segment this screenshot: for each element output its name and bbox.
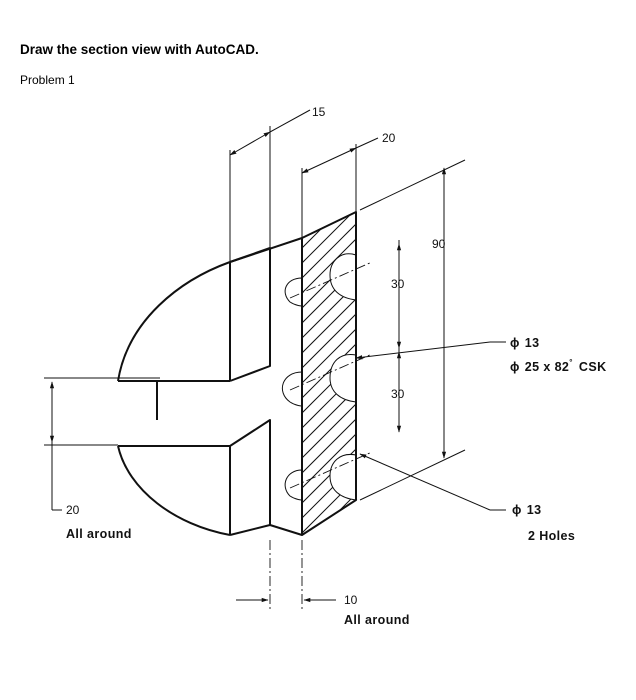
dim-30-lower-label: 30 — [391, 387, 405, 401]
csk-diameter-note: ϕ 13 — [510, 336, 540, 350]
dim-30-spacing: 30 30 — [391, 240, 405, 433]
diameter-symbol: ϕ — [510, 360, 520, 374]
holes-count-note: 2 Holes — [528, 529, 575, 543]
all-around-bottom-note: All around — [344, 613, 410, 627]
csk-label: CSK — [579, 360, 607, 374]
dim-10: 10 — [236, 593, 358, 607]
dim-90: 90 — [359, 159, 466, 501]
csk-spec-value: 25 x 82 — [525, 360, 570, 374]
holes-diameter-value: 13 — [527, 503, 542, 517]
dim-20-flange: 20 — [301, 131, 396, 238]
diameter-symbol: ϕ — [510, 336, 520, 350]
dim-20-flange-label: 20 — [382, 131, 396, 145]
problem-label: Problem 1 — [20, 73, 75, 87]
center-lines — [269, 261, 373, 610]
document-heading: Draw the section view with AutoCAD. — [20, 42, 259, 57]
dim-15: 15 — [229, 105, 326, 262]
leader-csk — [355, 341, 506, 360]
diameter-symbol: ϕ — [512, 503, 522, 517]
csk-diameter-value: 13 — [525, 336, 540, 350]
dim-15-label: 15 — [312, 105, 326, 119]
dim-10-label: 10 — [344, 593, 358, 607]
all-around-left-note: All around — [66, 527, 132, 541]
degree-symbol: ° — [569, 358, 573, 367]
dim-20-left: 20 — [44, 377, 160, 517]
dim-20-left-label: 20 — [66, 503, 80, 517]
holes-diameter-note: ϕ 13 — [512, 503, 542, 517]
dim-30-upper-label: 30 — [391, 277, 405, 291]
csk-spec-note: ϕ 25 x 82° CSK — [510, 358, 607, 374]
section-hatching — [281, 211, 358, 536]
object-outline — [117, 211, 357, 536]
leader-2-holes — [359, 453, 506, 511]
dim-90-label: 90 — [432, 237, 446, 251]
